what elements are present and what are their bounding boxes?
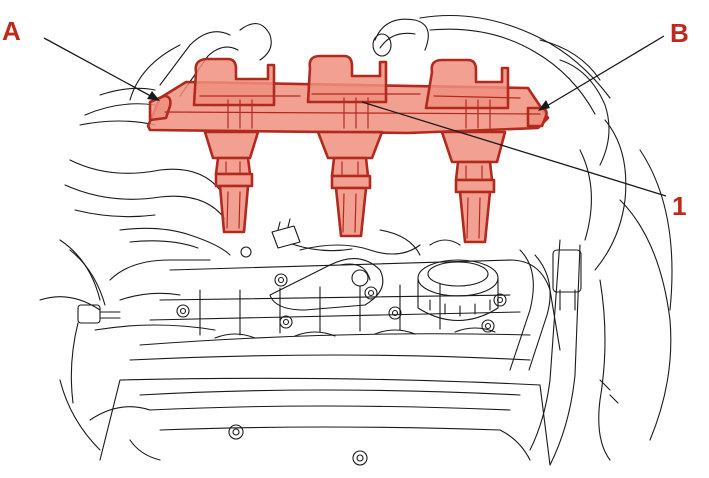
leader-lines — [43, 35, 667, 197]
callout-b: B — [670, 18, 689, 48]
ignition-coil-pack — [146, 54, 550, 244]
leader-arrowheads — [147, 91, 550, 111]
arrowhead-b — [538, 100, 550, 111]
leader-line-b — [539, 35, 665, 111]
coil-detail-lines — [164, 93, 541, 239]
engine-line-art — [39, 14, 673, 466]
leader-line-a — [43, 37, 159, 101]
callout-1: 1 — [672, 191, 687, 221]
callout-a: A — [2, 16, 21, 46]
leader-line-1 — [361, 101, 667, 197]
arrowhead-a — [147, 91, 160, 101]
